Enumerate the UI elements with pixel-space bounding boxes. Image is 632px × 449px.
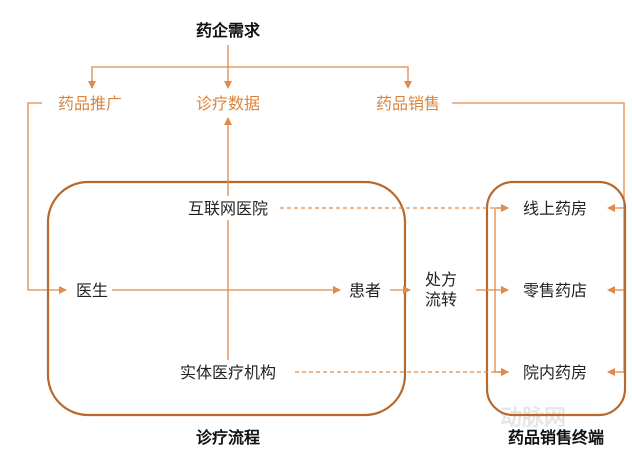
sales-line bbox=[452, 102, 625, 372]
doctor: 医生 bbox=[76, 281, 108, 300]
diagram-title: 药企需求 bbox=[196, 21, 261, 40]
terminal-label: 药品销售终端 bbox=[508, 428, 604, 447]
physical-institution: 实体医疗机构 bbox=[180, 363, 276, 382]
watermark: 动脉网 bbox=[500, 406, 566, 431]
prescription-line2: 流转 bbox=[425, 290, 457, 309]
need-sales: 药品销售 bbox=[376, 94, 440, 113]
need-data: 诊疗数据 bbox=[196, 94, 260, 113]
prescription-line1: 处方 bbox=[425, 270, 457, 289]
internet-hospital: 互联网医院 bbox=[188, 199, 268, 218]
patient: 患者 bbox=[349, 281, 381, 300]
branch-line bbox=[91, 66, 409, 88]
need-promotion: 药品推广 bbox=[58, 94, 122, 113]
terminal-hospital: 院内药房 bbox=[523, 363, 587, 382]
terminal-box bbox=[485, 180, 627, 417]
terminal-online: 线上药房 bbox=[523, 199, 587, 218]
process-box bbox=[46, 180, 407, 417]
process-label: 诊疗流程 bbox=[196, 428, 260, 447]
terminal-retail: 零售药店 bbox=[523, 281, 587, 300]
